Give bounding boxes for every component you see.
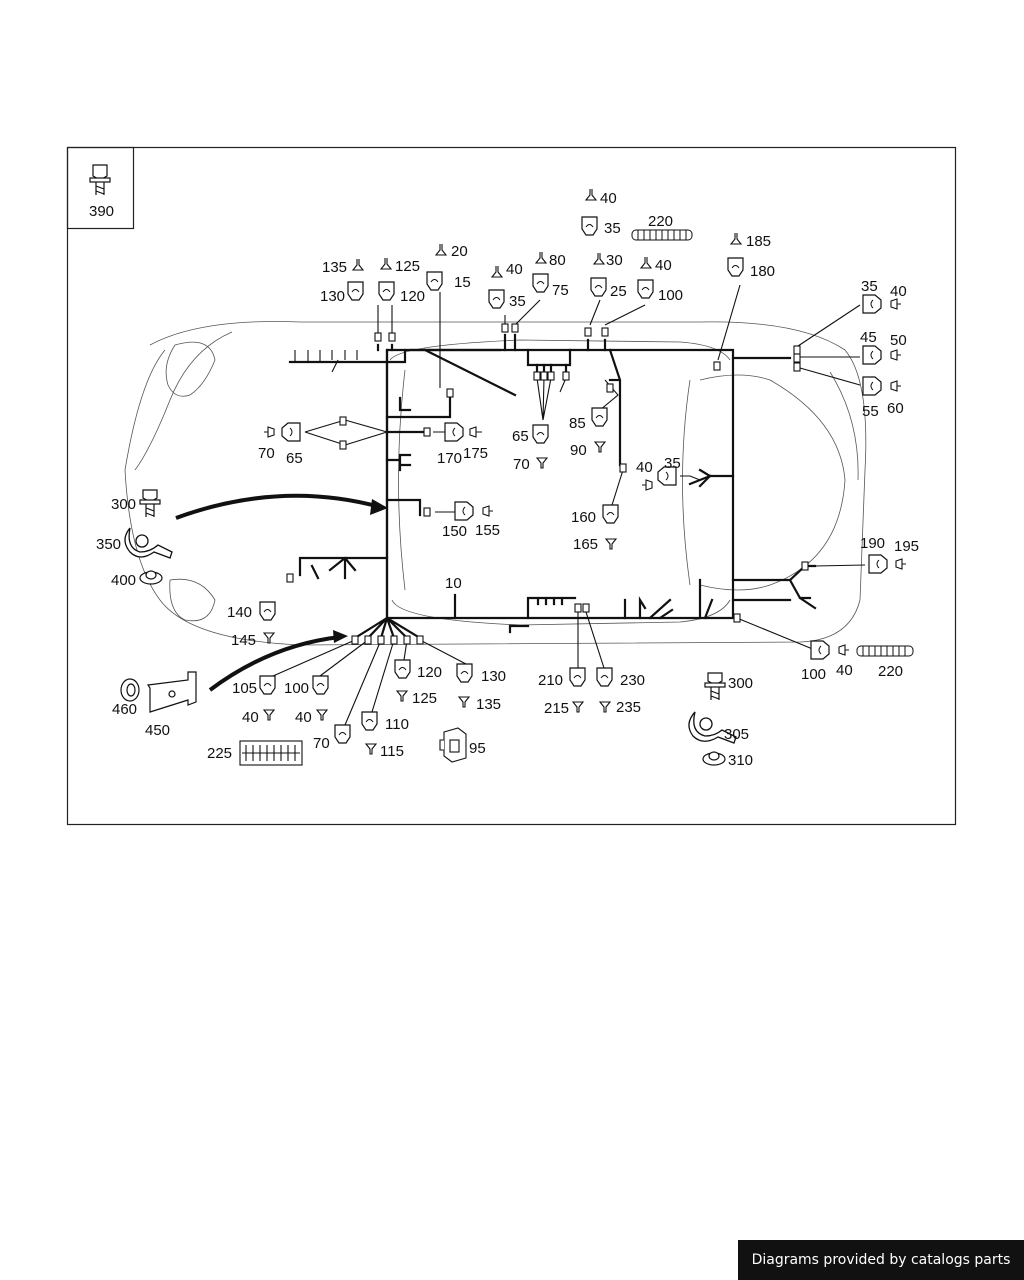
callout: 25	[610, 283, 627, 300]
callout: 40	[655, 257, 672, 274]
callout: 160	[571, 509, 596, 526]
callout: 75	[552, 282, 569, 299]
callout: 300	[728, 675, 753, 692]
callout: 215	[544, 700, 569, 717]
callout: 195	[894, 538, 919, 555]
callout: 40	[242, 709, 259, 726]
main-harness-label: 10	[445, 575, 462, 592]
callout: 40	[506, 261, 523, 278]
callout: 305	[724, 726, 749, 743]
callout: 60	[887, 400, 904, 417]
callout: 40	[890, 283, 907, 300]
callout: 100	[658, 287, 683, 304]
clip-icon	[688, 711, 737, 744]
callout: 155	[475, 522, 500, 539]
callout: 70	[513, 456, 530, 473]
callout: 90	[570, 442, 587, 459]
callout: 20	[451, 243, 468, 260]
callout: 230	[620, 672, 645, 689]
bolt-icon	[89, 164, 111, 195]
callout: 235	[616, 699, 641, 716]
callout: 40	[836, 662, 853, 679]
callout: 35	[509, 293, 526, 310]
callout: 185	[746, 233, 771, 250]
main-harness	[288, 333, 817, 640]
callout: 105	[232, 680, 257, 697]
callout: 135	[476, 696, 501, 713]
callout: 450	[145, 722, 170, 739]
bolt-icon	[139, 489, 161, 517]
callout: 40	[636, 459, 653, 476]
callout-labels: 135 125 130 120 20 15 40 80 35 75 30 25 …	[96, 190, 919, 769]
callout: 120	[400, 288, 425, 305]
washer-icon	[139, 570, 163, 585]
callout: 460	[112, 701, 137, 718]
vehicle-outline	[124, 321, 867, 646]
connector-strip-icon	[631, 229, 914, 657]
callout: 55	[862, 403, 879, 420]
callout: 35	[604, 220, 621, 237]
callout: 50	[890, 332, 907, 349]
callout: 100	[284, 680, 309, 697]
footer-text: Diagrams provided by catalogs parts	[751, 1252, 1011, 1268]
callout: 35	[664, 455, 681, 472]
callout: 40	[600, 190, 617, 207]
fuse-block-icon	[239, 740, 303, 766]
arrow-fastener-head	[370, 499, 388, 515]
diagram-frame	[66, 146, 957, 826]
bracket-icon	[146, 671, 197, 713]
callout: 300	[111, 496, 136, 513]
callout: 220	[648, 213, 673, 230]
callout: 400	[111, 572, 136, 589]
clip-icon	[124, 527, 173, 559]
callout: 310	[728, 752, 753, 769]
callout: 180	[750, 263, 775, 280]
callout: 40	[295, 709, 312, 726]
callout: 65	[512, 428, 529, 445]
bolt-icon	[704, 672, 726, 700]
callout: 125	[395, 258, 420, 275]
callout: 110	[385, 716, 409, 733]
callout: 225	[207, 745, 232, 762]
arrow-fastener	[175, 493, 381, 520]
callout: 85	[569, 415, 586, 432]
footer-banner: Diagrams provided by catalogs parts	[738, 1240, 1024, 1280]
callout: 70	[313, 735, 330, 752]
callout: 45	[860, 329, 877, 346]
callout: 220	[878, 663, 903, 680]
splice-markers	[286, 323, 809, 645]
callout: 35	[861, 278, 878, 295]
callout: 190	[860, 535, 885, 552]
callout: 350	[96, 536, 121, 553]
inset-label: 390	[89, 203, 114, 220]
callout: 210	[538, 672, 563, 689]
arrow-bracket	[208, 635, 341, 692]
callout: 70	[258, 445, 275, 462]
branch-wires	[272, 284, 866, 726]
arrow-bracket-head	[333, 630, 348, 643]
callout: 65	[286, 450, 303, 467]
callout: 135	[322, 259, 347, 276]
callout: 170	[437, 450, 462, 467]
callout: 165	[573, 536, 598, 553]
callout: 100	[801, 666, 826, 683]
callout: 115	[380, 743, 404, 760]
callout: 125	[412, 690, 437, 707]
callout: 175	[463, 445, 488, 462]
callout: 130	[320, 288, 345, 305]
relay-module-icon	[439, 727, 467, 763]
callout: 30	[606, 252, 623, 269]
callout: 150	[442, 523, 467, 540]
washer-icon	[702, 751, 726, 766]
callout: 130	[481, 668, 506, 685]
callout: 15	[454, 274, 471, 291]
inset-box	[66, 146, 135, 230]
callout: 80	[549, 252, 566, 269]
callout: 140	[227, 604, 252, 621]
grommet-icon	[120, 678, 140, 702]
callout: 120	[417, 664, 442, 681]
callout: 145	[231, 632, 256, 649]
callout: 95	[469, 740, 486, 757]
